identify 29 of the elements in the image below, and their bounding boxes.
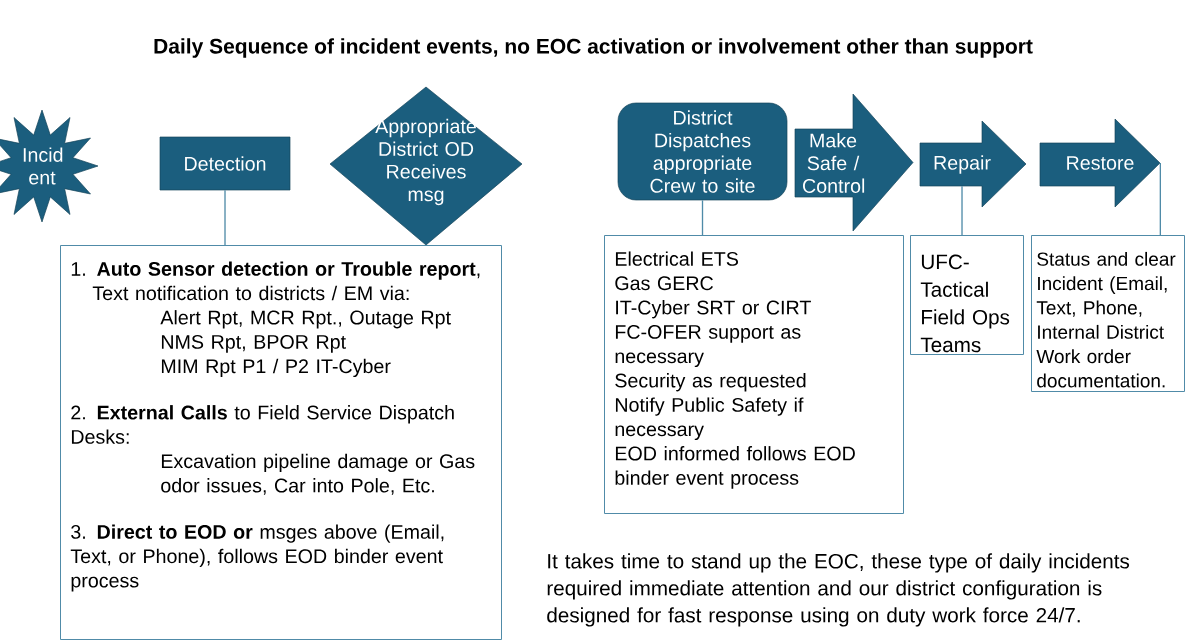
list-item: UFC-Tactical Field Ops Teams: [920, 254, 1010, 353]
leader-line: [224, 189, 226, 246]
list-item: Gas GERC: [615, 276, 713, 291]
process-box: Detection: [159, 136, 291, 191]
process-box: District Dispatches appropriate Crew to site: [617, 102, 788, 201]
list-item: MIM Rpt P1 / P2 IT-Cyber: [161, 358, 391, 378]
list-item: Excavation pipeline damage or Gas odor issues, Car into Pole, Etc.: [161, 453, 475, 495]
list-item: Security as requested: [615, 373, 806, 392]
list-item: 3. Direct to EOD or msges above (Email, Text, or Phone), follows EOD binder event process: [70, 524, 444, 592]
list-item: FC-OFER support as necessary: [615, 324, 801, 368]
list-item: Notify Public Safety if necessary: [615, 397, 804, 441]
leader-line: [961, 185, 963, 236]
leader-line: [1159, 162, 1161, 236]
list-item: 1. Auto Sensor detection or Trouble report, Text notification to districts / EM via:: [71, 261, 480, 301]
text-box: [60, 245, 502, 640]
text-box: [1031, 235, 1185, 392]
text-box: [604, 235, 904, 514]
list-item: NMS Rpt, BPOR Rpt: [161, 334, 346, 353]
list-item: IT-Cyber SRT or CIRT: [616, 300, 811, 319]
text-box: [910, 235, 1024, 355]
starburst: Incid ent: [0, 109, 99, 223]
note: It takes time to stand up the EOC, these type of daily incidents required immediate attention and our district configuration is designed for fast response using on duty work force 24/7.: [547, 553, 1130, 627]
list-item: Electrical ETS: [615, 251, 738, 266]
leader-line: [701, 199, 704, 236]
list-item: EOD informed follows EOD binder event process: [615, 446, 855, 489]
list-item: Alert Rpt, MCR Rpt., Outage Rpt: [160, 310, 451, 329]
list-item: 2. External Calls to Field Service Dispatch Desks:: [71, 405, 454, 444]
title: Daily Sequence of incident events, no EOC activation or involvement other than support: [154, 38, 1033, 58]
list-item: Status and clear Incident (Email, Text, Phone, Internal District Work order documentation.: [1036, 251, 1176, 388]
